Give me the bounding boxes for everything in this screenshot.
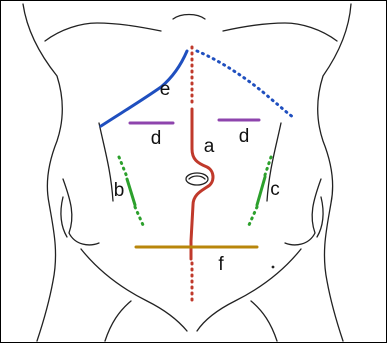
right-pectoral-line xyxy=(223,23,337,41)
incision-b-dotted-lower xyxy=(135,207,143,225)
label-b: b xyxy=(114,180,125,201)
right-flank-line xyxy=(318,4,351,341)
label-a: a xyxy=(204,136,215,157)
incision-b-solid xyxy=(127,179,135,205)
incision-e-right-dotted xyxy=(197,51,293,117)
marker-dot xyxy=(272,266,275,269)
label-f: f xyxy=(218,254,224,275)
left-iliac-inner xyxy=(61,197,67,237)
incision-c-dotted-lower xyxy=(249,207,257,225)
right-inguinal-line xyxy=(197,249,301,331)
label-c: c xyxy=(270,179,280,200)
left-iliac-crest xyxy=(63,179,99,245)
left-pectoral-line xyxy=(45,23,161,41)
right-iliac-crest xyxy=(285,179,321,245)
sternum-line xyxy=(173,15,205,20)
umbilicus-inner xyxy=(189,176,205,179)
left-inguinal-line xyxy=(81,249,187,331)
right-thigh-line xyxy=(251,301,277,341)
incision-b-dotted-upper xyxy=(119,157,127,177)
incision-c-solid xyxy=(257,177,265,205)
incision-e-left-subcostal xyxy=(101,51,187,126)
left-flank-line xyxy=(23,4,62,341)
left-thigh-line xyxy=(105,301,131,341)
right-iliac-inner xyxy=(317,197,323,237)
label-d-right: d xyxy=(239,126,250,147)
left-costal-margin xyxy=(99,123,113,201)
label-e: e xyxy=(160,79,171,100)
label-d-left: d xyxy=(151,128,162,149)
